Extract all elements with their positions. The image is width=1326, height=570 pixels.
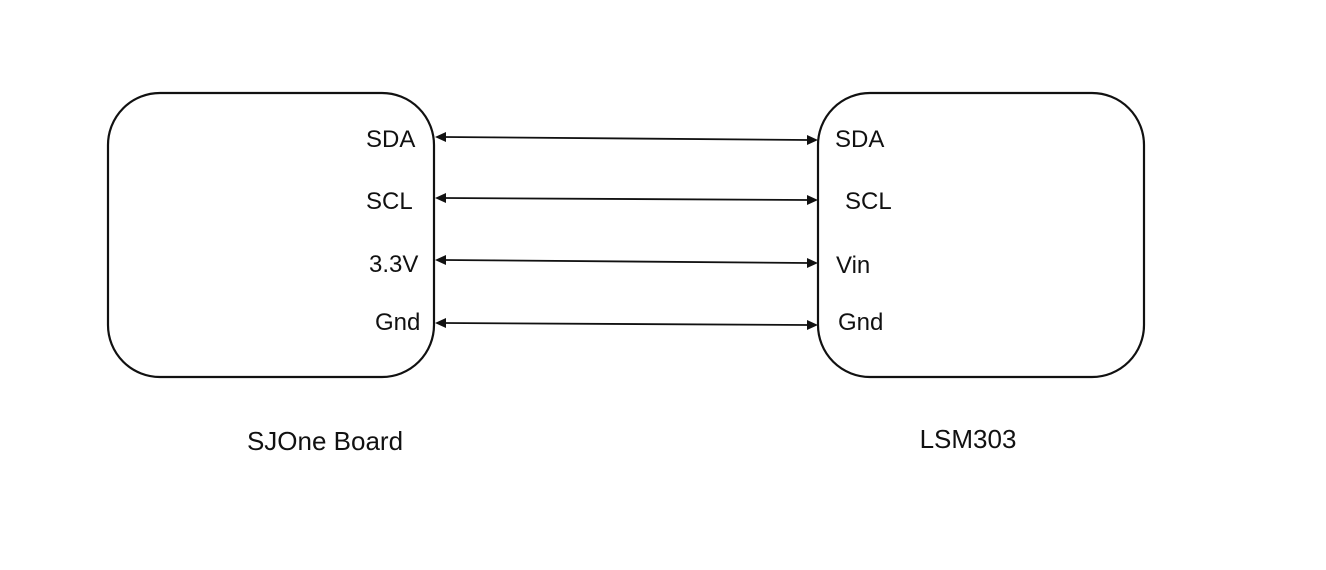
- lsm303-board-box: [816, 91, 1146, 379]
- connection-sda: [435, 132, 818, 145]
- arrowhead-left-icon: [435, 255, 446, 265]
- arrowhead-right-icon: [807, 258, 818, 268]
- lsm303-pin-scl: SCL: [845, 188, 892, 215]
- arrowhead-left-icon: [435, 193, 446, 203]
- lsm303-board: SDA SCL Vin Gnd: [816, 91, 1146, 379]
- sjone-board-caption: SJOne Board: [247, 426, 403, 456]
- arrowhead-right-icon: [807, 135, 818, 145]
- sjone-pin-gnd: Gnd: [375, 309, 420, 336]
- arrowhead-right-icon: [807, 195, 818, 205]
- connection-power: [435, 255, 818, 268]
- lsm303-pin-gnd: Gnd: [838, 309, 883, 336]
- arrowhead-left-icon: [435, 318, 446, 328]
- sjone-board-box: [106, 91, 436, 379]
- sjone-pin-sda: SDA: [366, 126, 415, 153]
- lsm303-pin-vin: Vin: [836, 252, 870, 279]
- sjone-pin-scl: SCL: [366, 188, 413, 215]
- sjone-board: SDA SCL 3.3V Gnd: [106, 91, 436, 379]
- arrowhead-left-icon: [435, 132, 446, 142]
- connection-gnd: [435, 318, 818, 330]
- connections: [435, 132, 818, 330]
- lsm303-pin-sda: SDA: [835, 126, 884, 153]
- lsm303-board-caption: LSM303: [920, 424, 1017, 454]
- arrowhead-right-icon: [807, 320, 818, 330]
- sjone-pin-3v3: 3.3V: [369, 251, 418, 278]
- connection-scl: [435, 193, 818, 205]
